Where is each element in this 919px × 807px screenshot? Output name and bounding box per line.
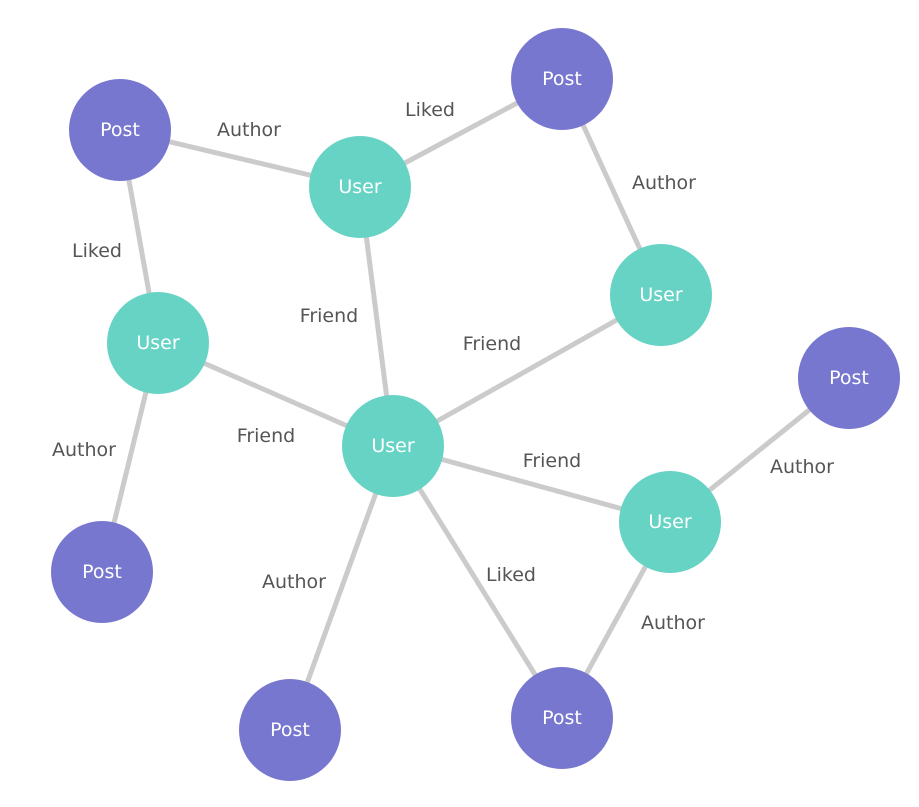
node-circle-user-4 [619, 471, 721, 573]
edge-label-user-1-post-2: Liked [405, 99, 455, 121]
node-label-user-1: User [338, 176, 381, 198]
node-label-post-4: Post [829, 367, 869, 389]
node-label-post-5: Post [270, 719, 310, 741]
node-post-2: Post [511, 28, 613, 130]
edge-label-user-3-post-3: Author [52, 439, 116, 461]
node-circle-post-1 [69, 79, 171, 181]
edge-label-user-2-user-center: Friend [463, 333, 521, 355]
node-post-6: Post [511, 667, 613, 769]
node-circle-user-1 [309, 136, 411, 238]
node-circle-user-center [342, 395, 444, 497]
edges-layer [99, 76, 851, 731]
node-circle-post-3 [51, 521, 153, 623]
node-label-user-center: User [371, 435, 414, 457]
node-user-center: User [342, 395, 444, 497]
node-circle-user-3 [107, 292, 209, 394]
edge-label-user-center-post-5: Author [262, 571, 326, 593]
edge-labels-layer: AuthorLikedAuthorLikedFriendFriendFriend… [52, 99, 834, 634]
node-label-user-2: User [639, 284, 682, 306]
node-label-post-3: Post [82, 561, 122, 583]
node-user-1: User [309, 136, 411, 238]
edge-label-user-4-post-4: Author [770, 456, 834, 478]
edge-label-user-1-user-center: Friend [300, 305, 358, 327]
nodes-layer: PostUserPostUserUserUserPostUserPostPost… [51, 28, 900, 781]
edge-label-post-1-user-1: Author [217, 119, 281, 141]
node-label-user-4: User [648, 511, 691, 533]
node-circle-post-5 [239, 679, 341, 781]
node-circle-post-6 [511, 667, 613, 769]
node-label-post-2: Post [542, 68, 582, 90]
edge-label-post-2-user-2: Author [632, 172, 696, 194]
edge-label-user-center-user-4: Friend [523, 450, 581, 472]
node-circle-post-2 [511, 28, 613, 130]
node-user-2: User [610, 244, 712, 346]
edge-user-2-user-center [391, 292, 663, 449]
node-post-1: Post [69, 79, 171, 181]
node-label-post-6: Post [542, 707, 582, 729]
edge-label-user-center-post-6: Liked [486, 564, 536, 586]
node-circle-user-2 [610, 244, 712, 346]
edge-user-center-post-6 [390, 444, 565, 720]
node-post-4: Post [798, 327, 900, 429]
edge-label-user-3-user-center: Friend [237, 425, 295, 447]
edge-label-user-4-post-6: Author [641, 612, 705, 634]
node-user-4: User [619, 471, 721, 573]
node-post-3: Post [51, 521, 153, 623]
node-label-user-3: User [136, 332, 179, 354]
node-label-post-1: Post [100, 119, 140, 141]
node-post-5: Post [239, 679, 341, 781]
node-circle-post-4 [798, 327, 900, 429]
node-user-3: User [107, 292, 209, 394]
edge-label-post-1-user-3: Liked [72, 240, 122, 262]
